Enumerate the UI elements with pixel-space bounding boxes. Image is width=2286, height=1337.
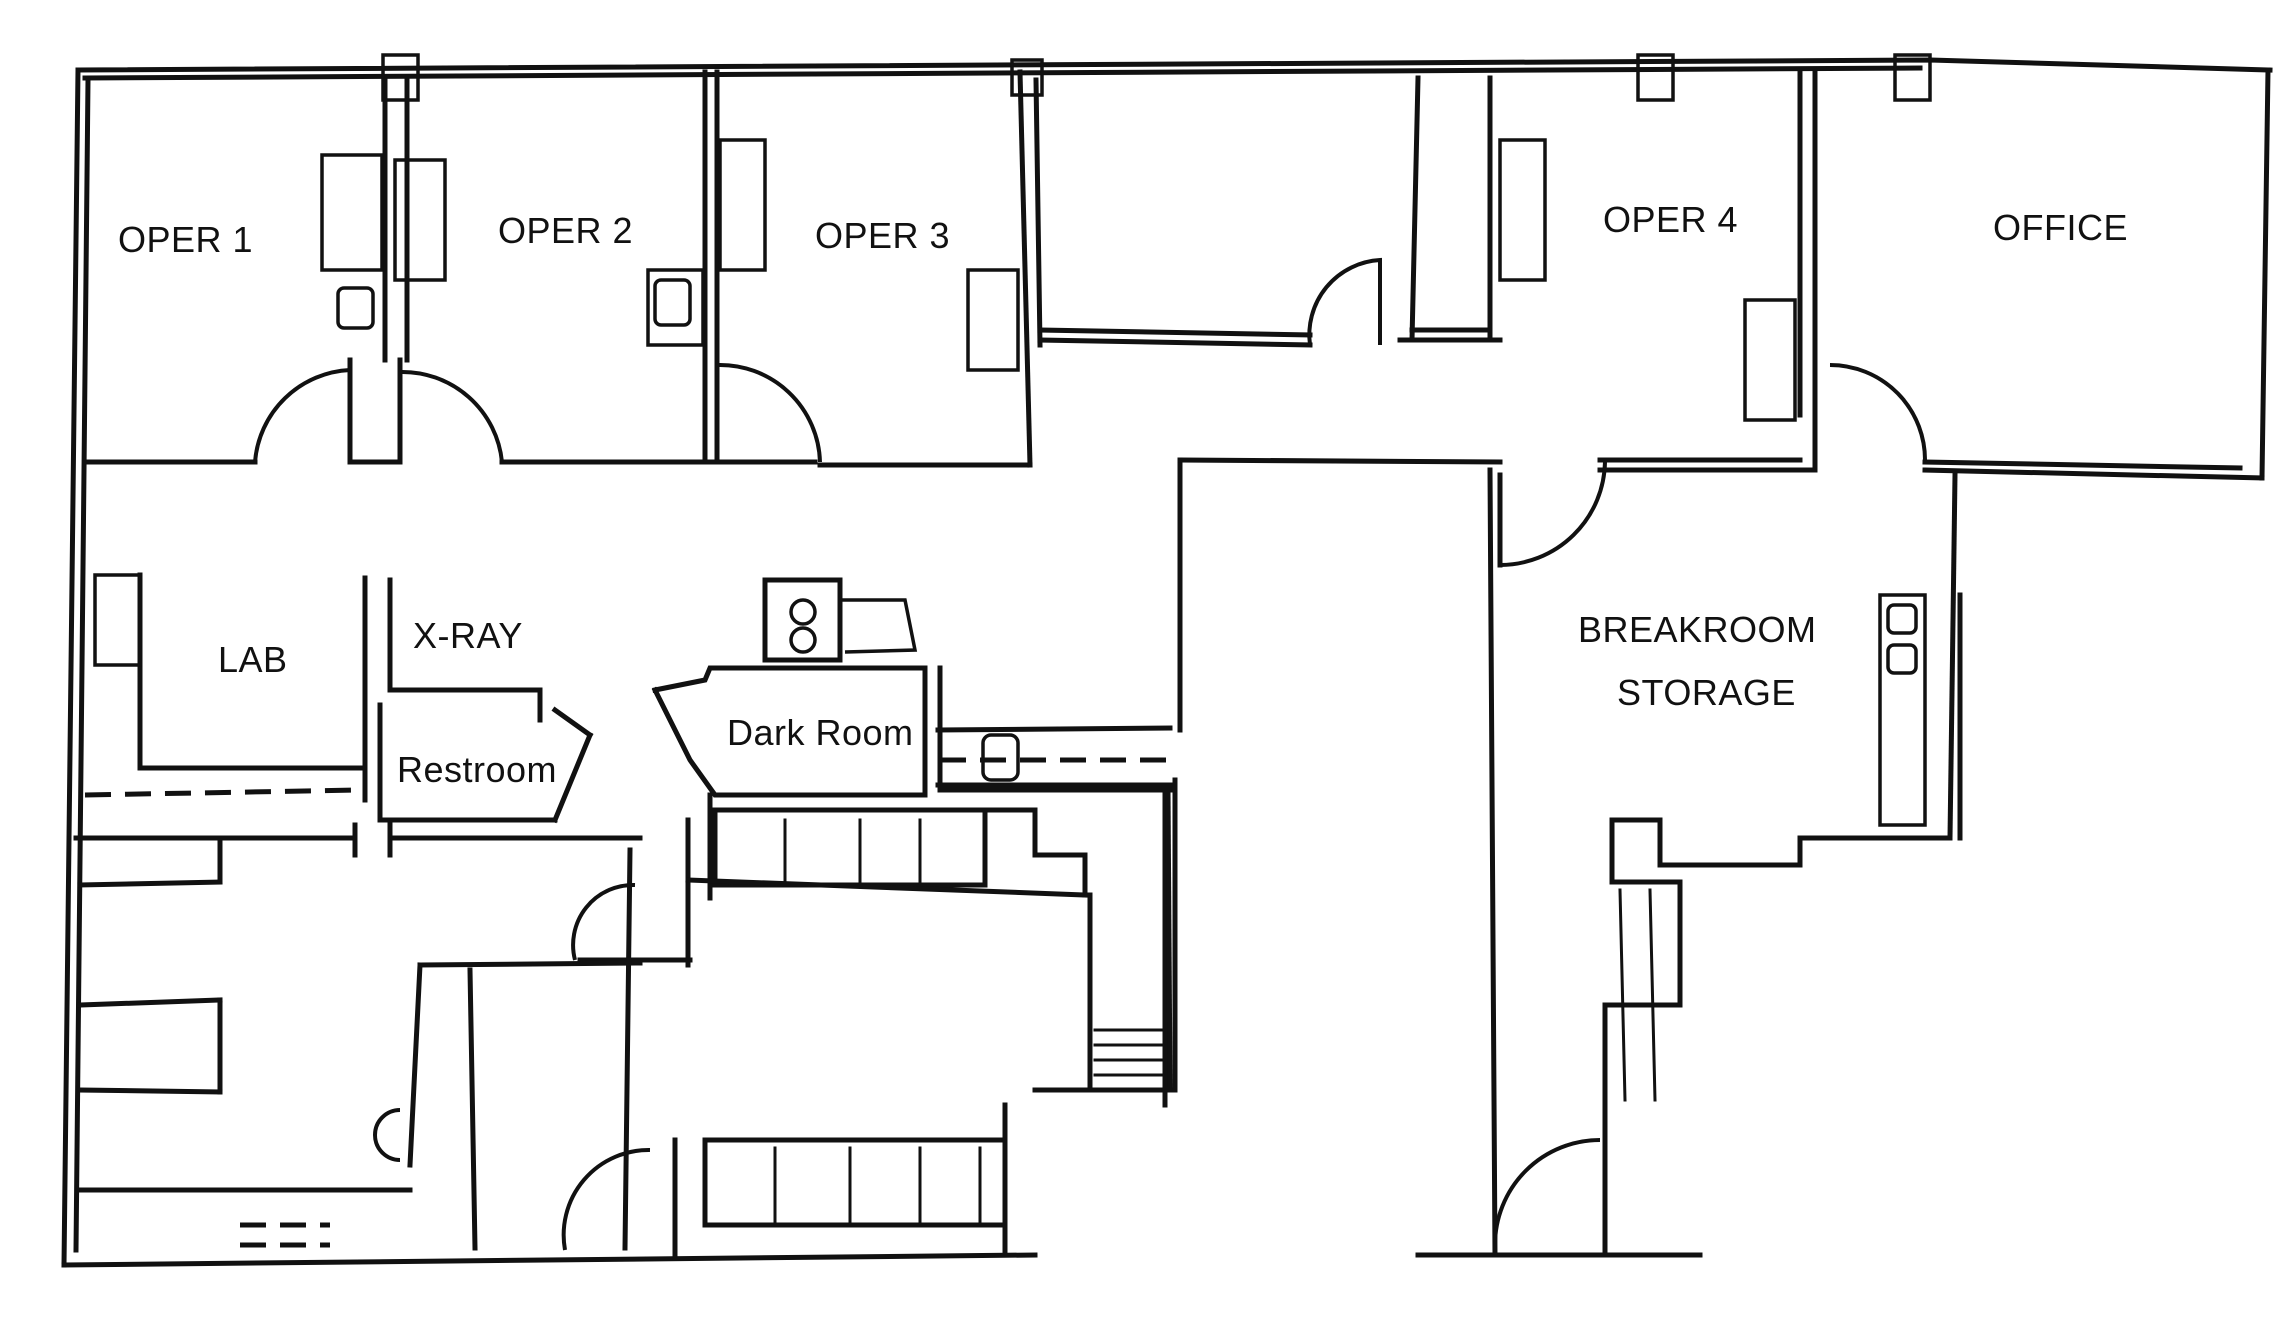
lab-xray-walls (73, 572, 643, 888)
lower-left-walls (77, 847, 1008, 1258)
label-oper-3: OPER 3 (815, 215, 950, 256)
label-x-ray: X-RAY (413, 615, 523, 656)
room-labels: OPER 1 OPER 2 OPER 3 OPER 4 OFFICE LAB X… (118, 199, 2128, 790)
label-breakroom: BREAKROOM (1578, 609, 1817, 650)
label-oper-1: OPER 1 (118, 219, 253, 260)
label-restroom: Restroom (397, 749, 557, 790)
label-oper-4: OPER 4 (1603, 199, 1738, 240)
label-storage: STORAGE (1617, 672, 1796, 713)
interior-walls (1162, 457, 1963, 1258)
dashed-lines (84, 757, 1170, 1248)
label-oper-2: OPER 2 (498, 210, 633, 251)
fixtures (93, 53, 1932, 827)
label-dark-room: Dark Room (727, 712, 914, 753)
label-lab: LAB (218, 639, 288, 680)
operatory-walls (85, 67, 2265, 481)
label-office: OFFICE (1993, 207, 2128, 248)
door-swings (253, 257, 1928, 1251)
dark-room-walls (577, 577, 1173, 1093)
